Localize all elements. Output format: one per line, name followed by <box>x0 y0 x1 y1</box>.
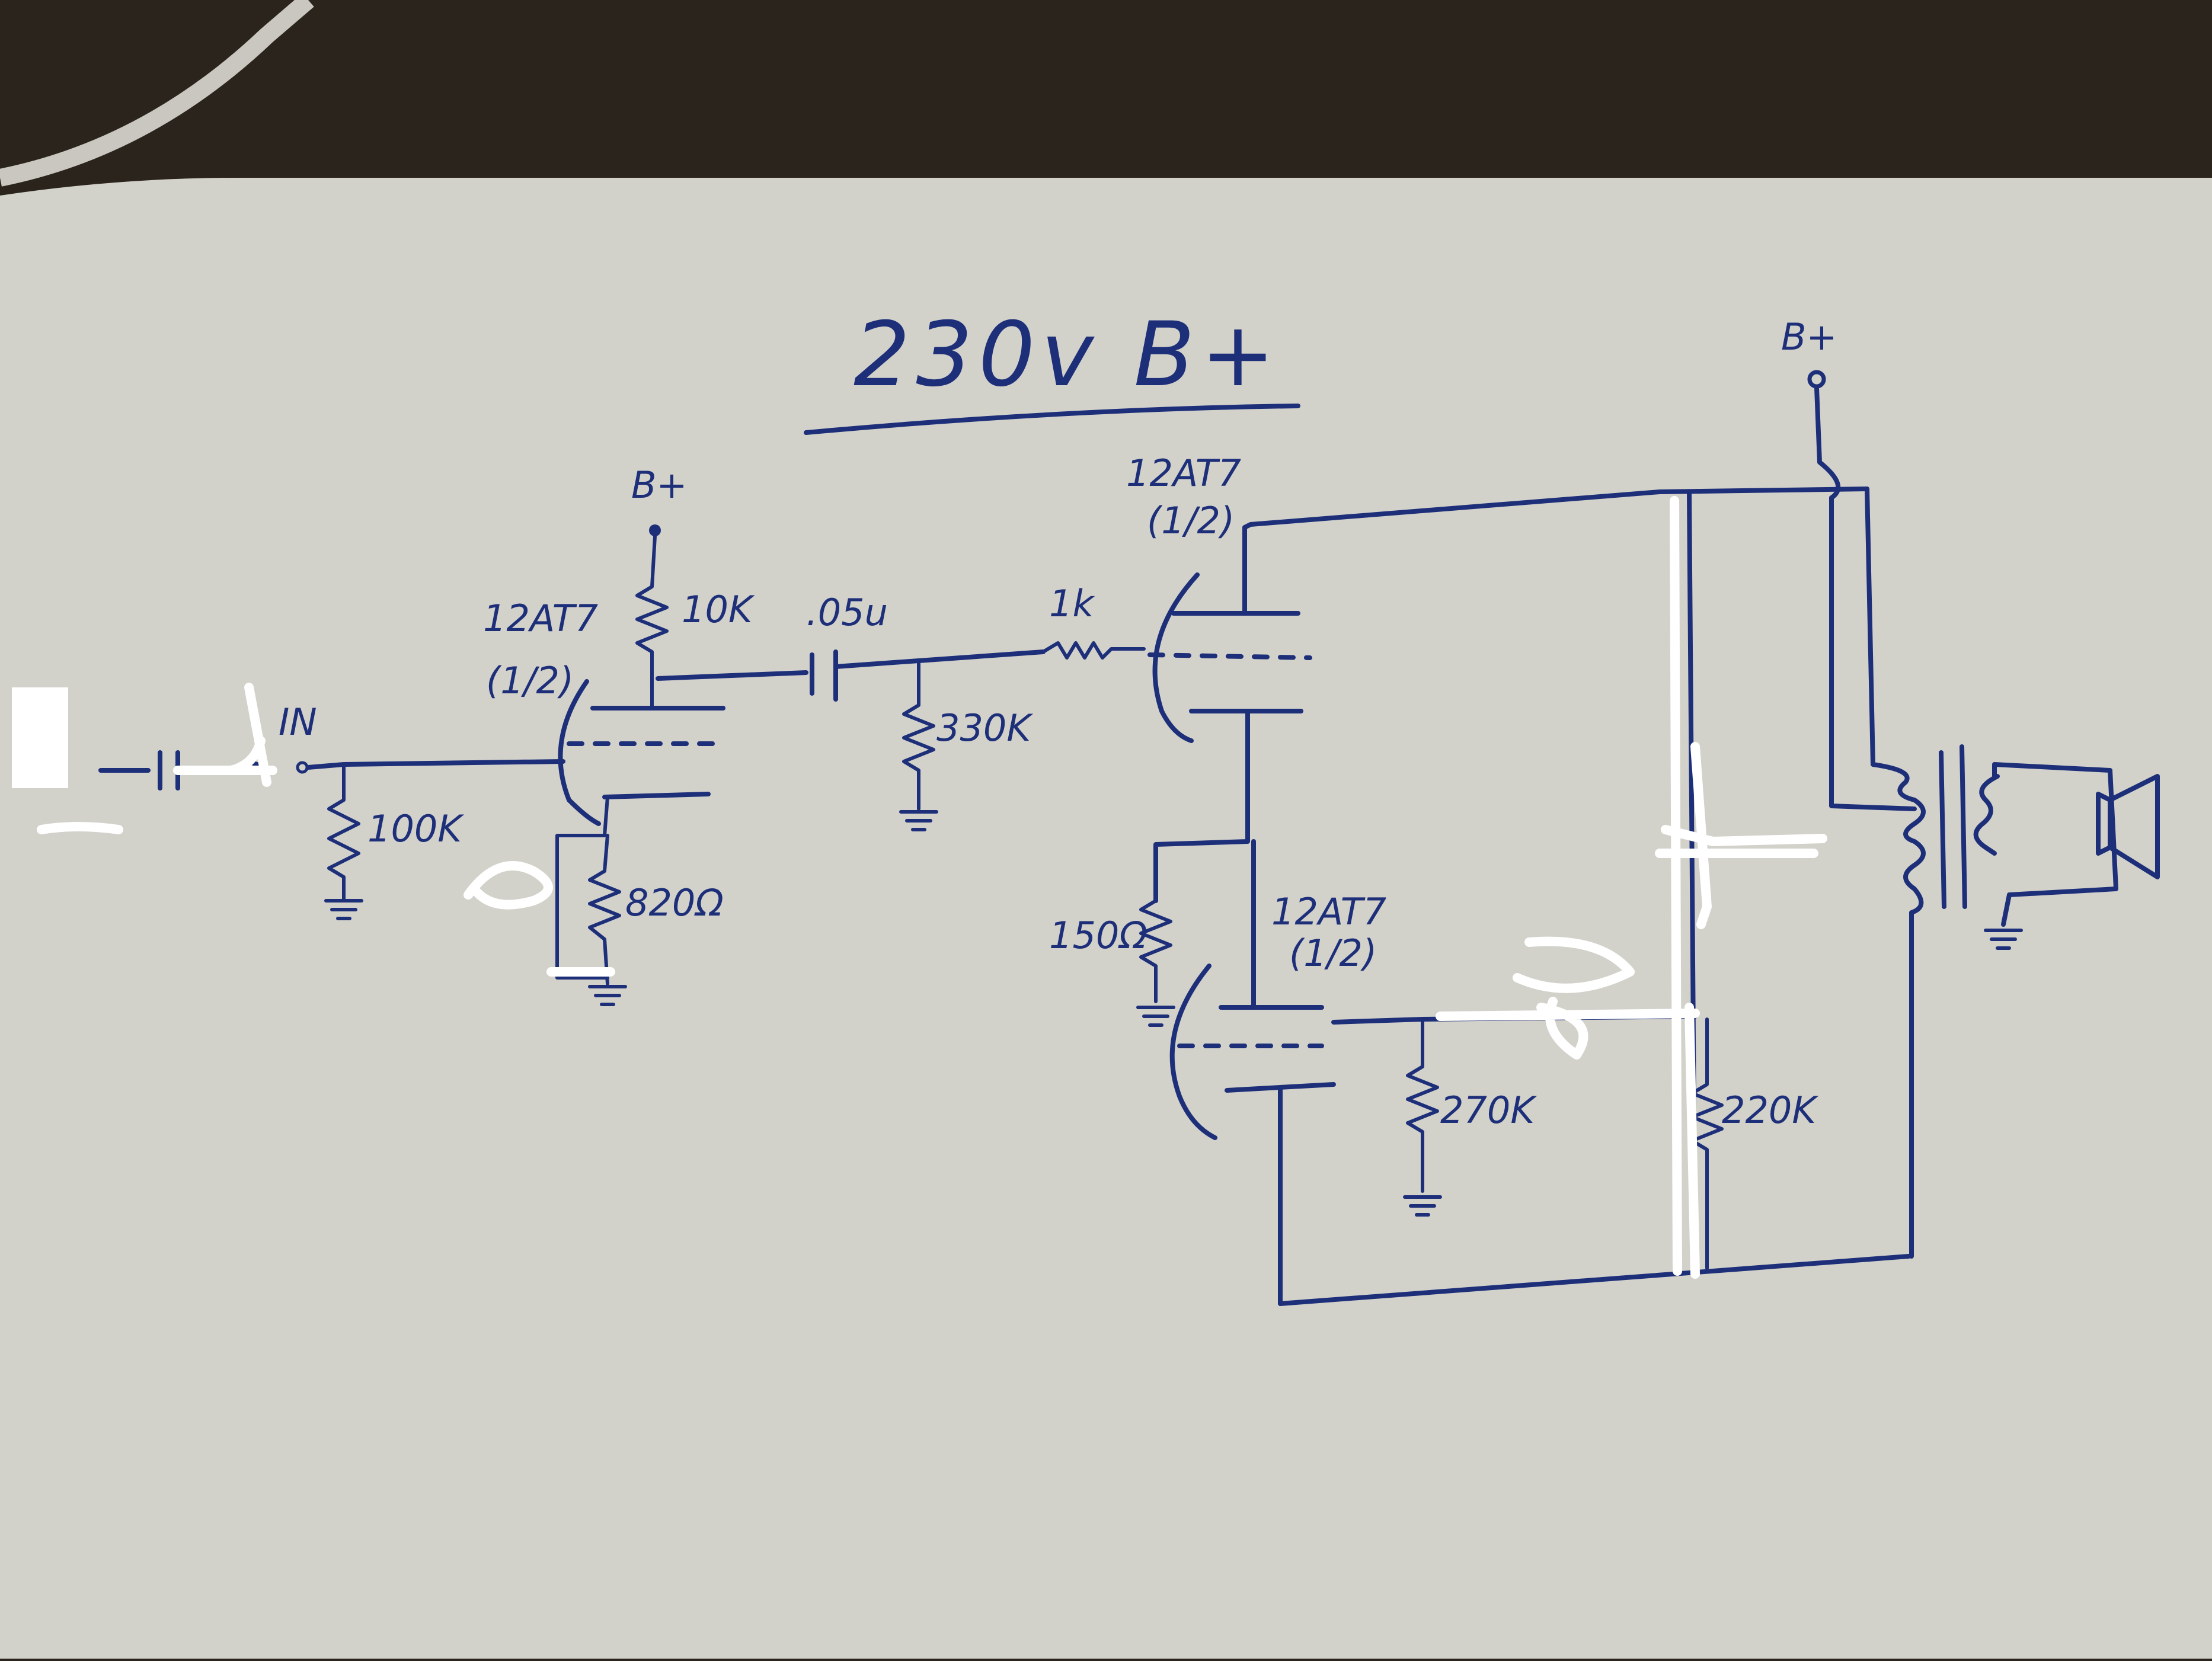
ground-icon <box>1403 1195 1442 1217</box>
ground-icon <box>324 899 363 920</box>
transformer-secondary <box>1973 774 2000 856</box>
input-label: IN <box>279 700 317 744</box>
tube1-cathode <box>602 792 711 799</box>
tube2-envelope <box>1152 572 1200 743</box>
bplus-left-label: B+ <box>631 463 687 507</box>
ground-icon <box>1984 929 2023 950</box>
tube2-half-label: (1/2) <box>1147 499 1235 542</box>
redacted-scribble <box>37 683 277 834</box>
redacted-block <box>12 687 68 788</box>
plate-resistor-1 <box>635 535 669 710</box>
redacted-scribble <box>1655 496 1827 1279</box>
tube1-half-label: (1/2) <box>486 659 574 702</box>
r-grid-in-label: 100K <box>367 807 464 850</box>
tube3-cathode <box>1225 1082 1336 1093</box>
tube2-label: 12AT7 <box>1126 452 1241 495</box>
ground-icon <box>588 985 627 1006</box>
r-grid3-label: 270K <box>1440 1089 1537 1132</box>
coupling-capacitor <box>810 649 838 702</box>
grid-stopper-resistor <box>1041 641 1146 660</box>
r-grid2-label: 330K <box>936 706 1033 750</box>
tube3-half-label: (1/2) <box>1289 932 1377 975</box>
r-grid-stop-label: 1k <box>1049 582 1095 625</box>
ground-icon <box>1136 1006 1175 1027</box>
ground-icon <box>899 810 938 831</box>
speaker-wiring <box>1992 762 2118 927</box>
transformer-core <box>1939 744 1967 909</box>
tube1-envelope <box>558 679 601 826</box>
cathode-resistor-2 <box>1139 899 1172 1003</box>
coupling-wire-2 <box>833 649 1046 669</box>
grid-resistor-3 <box>1406 1017 1439 1193</box>
grid-resistor-2 <box>902 662 935 811</box>
tube2-cathode-wire <box>1153 709 1250 903</box>
transformer-primary <box>1865 487 1926 1259</box>
redacted-scribble <box>1436 936 1700 1060</box>
tube2-grid <box>1147 652 1312 660</box>
cap-coupling-label: .05u <box>806 591 888 634</box>
r-feedback-label: 220K <box>1722 1089 1818 1132</box>
cable <box>0 0 314 187</box>
coupling-wire <box>656 670 808 681</box>
tube3-label: 12AT7 <box>1271 890 1386 933</box>
redacted-scribble <box>464 861 615 977</box>
title-underline <box>804 404 1300 435</box>
paper-sheet <box>0 178 2212 1659</box>
tube2-plate-wire <box>1242 487 1869 616</box>
r-cathode2-label: 150Ω <box>1049 914 1147 957</box>
schematic-title: 230v B+ <box>854 303 1281 407</box>
grid-leak-resistor <box>327 763 360 902</box>
input-coupling-wire <box>98 750 275 791</box>
r-plate1-label: 10K <box>682 588 755 631</box>
cathode-resistor-1 <box>555 795 621 985</box>
tube3-envelope <box>1169 964 1217 1140</box>
tube1-label: 12AT7 <box>483 597 598 640</box>
bplus-right-label: B+ <box>1781 315 1837 359</box>
bplus-left-terminal-icon <box>649 524 661 536</box>
speaker-icon <box>2096 774 2160 879</box>
r-cathode1-label: 820Ω <box>625 881 724 924</box>
bplus-right-wire <box>1814 386 1917 811</box>
